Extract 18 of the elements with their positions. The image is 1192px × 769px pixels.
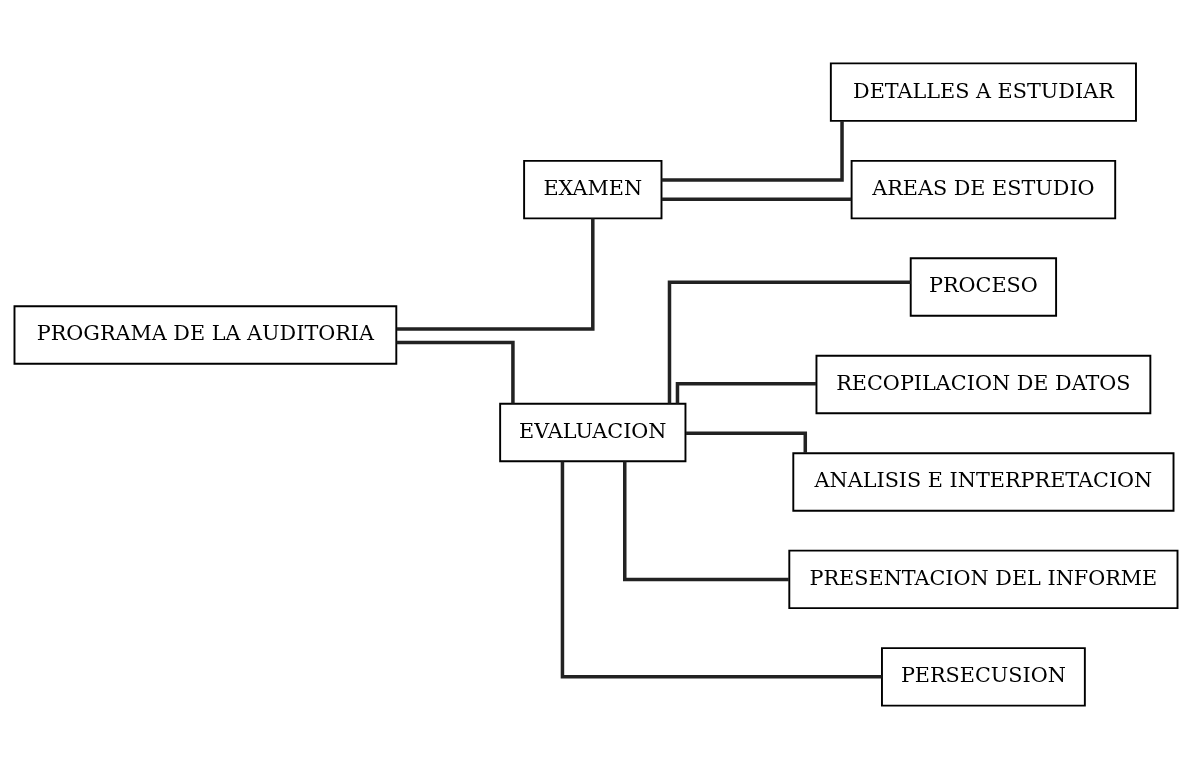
node-box: RECOPILACION DE DATOS	[815, 354, 1152, 415]
connector	[560, 461, 882, 679]
connector	[667, 280, 911, 404]
connector	[396, 340, 515, 404]
node-box: PROCESO	[909, 257, 1058, 317]
node-box: EVALUACION	[499, 402, 687, 463]
node-box: ANALISIS E INTERPRETACION	[792, 452, 1175, 512]
connector	[396, 218, 595, 331]
node-box: PRESENTACION DEL INFORME	[788, 549, 1179, 610]
connector	[623, 461, 789, 582]
node-box: AREAS DE ESTUDIO	[850, 159, 1117, 220]
connector	[661, 197, 852, 201]
connector	[661, 120, 844, 182]
connector	[675, 381, 817, 404]
node-box: PERSECUSION	[881, 647, 1086, 707]
node-box: PROGRAMA DE LA AUDITORIA	[13, 305, 398, 365]
node-box: EXAMEN	[523, 159, 663, 220]
node-box: DETALLES A ESTUDIAR	[829, 62, 1137, 122]
